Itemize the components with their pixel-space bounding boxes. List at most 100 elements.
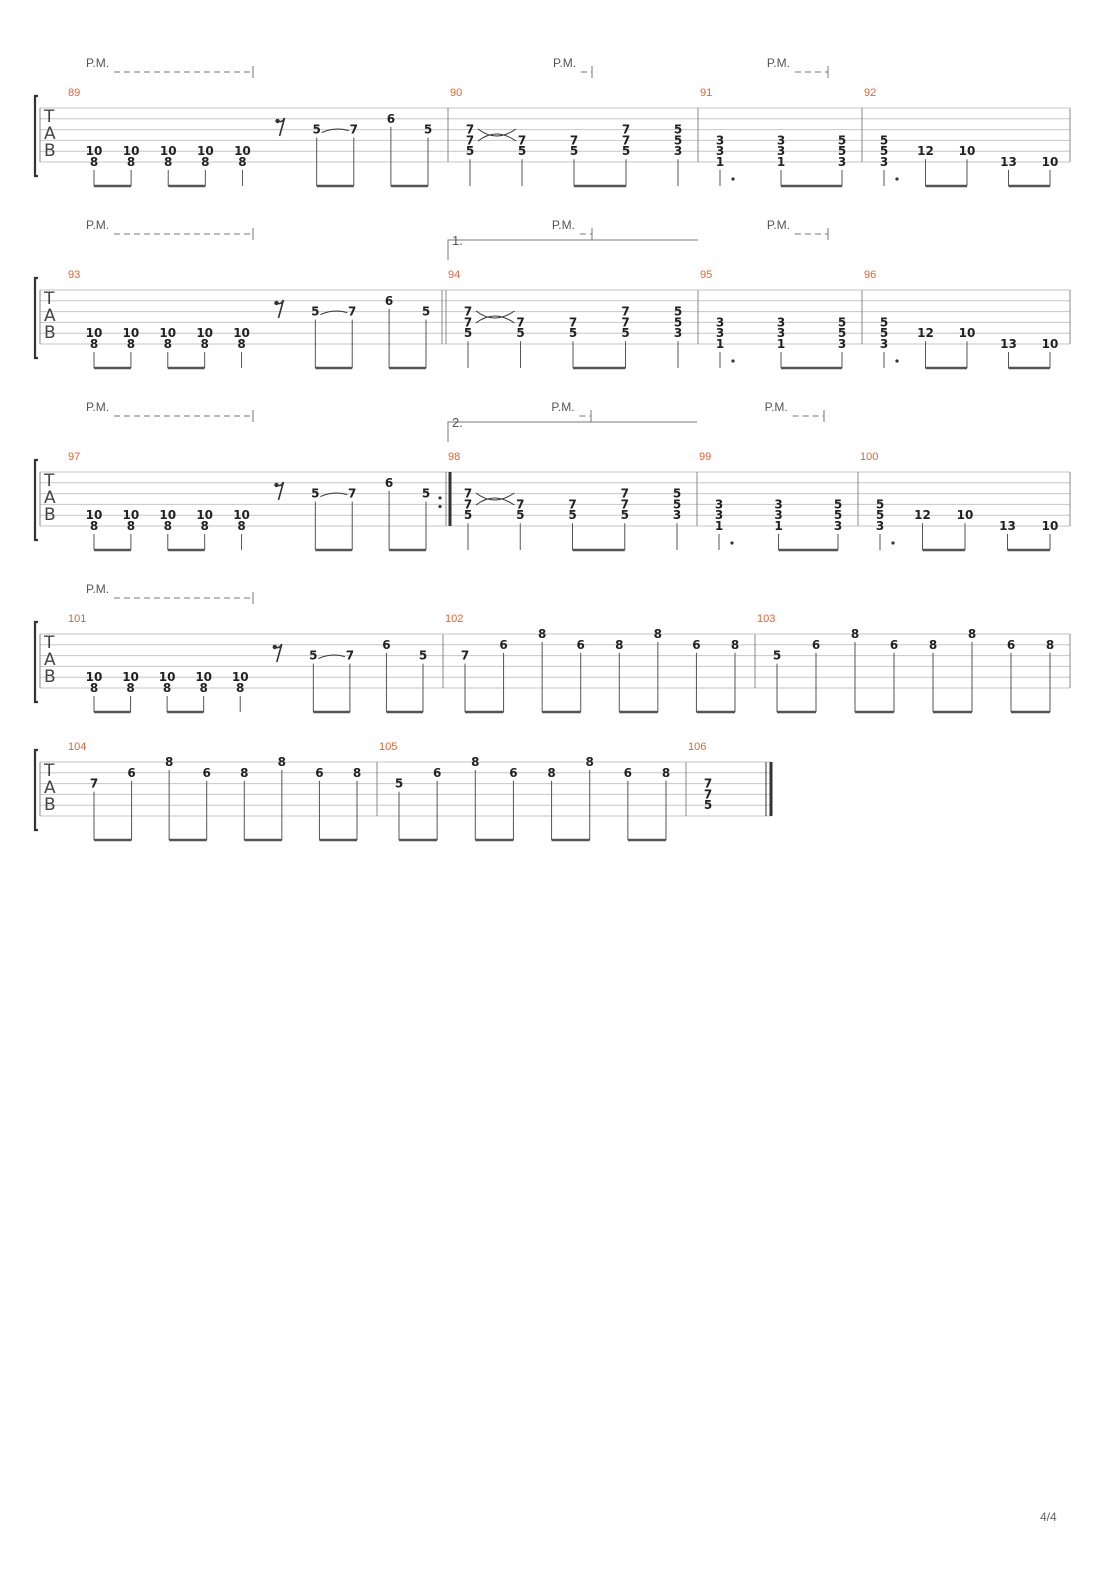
fret-number: 5	[673, 497, 681, 511]
fret-number: 1	[774, 519, 782, 533]
fret-number: 5	[466, 144, 474, 158]
repeat-dot	[438, 496, 442, 500]
fret-number: 10	[959, 326, 976, 340]
tie-arc	[475, 497, 515, 506]
fret-number: 10	[232, 670, 249, 684]
fret-number: 8	[240, 766, 248, 780]
fret-number: 7	[621, 487, 629, 501]
dot	[730, 541, 734, 545]
palm-mute-label: P.M.	[86, 56, 109, 70]
palm-mute-label: P.M.	[86, 582, 109, 596]
fret-number: 6	[382, 638, 390, 652]
fret-number: 8	[278, 755, 286, 769]
fret-number: 8	[1046, 638, 1054, 652]
fret-number: 7	[466, 123, 474, 137]
fret-number: 10	[86, 326, 103, 340]
fret-number: 5	[422, 487, 430, 501]
system-bracket	[33, 94, 38, 178]
fret-number: 3	[716, 326, 724, 340]
fret-number: 7	[621, 497, 629, 511]
fret-number: 3	[674, 326, 682, 340]
fret-number: 5	[570, 144, 578, 158]
palm-mute-label: P.M.	[86, 400, 109, 414]
measure-number: 102	[445, 613, 463, 625]
fret-number: 1	[777, 155, 785, 169]
fret-number: 6	[315, 766, 323, 780]
fret-number: 8	[237, 337, 245, 351]
fret-number: 5	[622, 144, 630, 158]
fret-number: 5	[674, 133, 682, 147]
volta-label: 2.	[452, 415, 463, 430]
fret-number: 10	[1042, 519, 1059, 533]
fret-number: 6	[499, 638, 507, 652]
fret-number: 8	[127, 337, 135, 351]
fret-number: 5	[838, 133, 846, 147]
fret-number: 12	[917, 144, 934, 158]
tie-arc	[475, 310, 515, 319]
fret-number: 6	[692, 638, 700, 652]
fret-number: 7	[568, 497, 576, 511]
fret-number: 6	[433, 766, 441, 780]
fret-number: 10	[160, 144, 177, 158]
fret-number: 8	[547, 766, 555, 780]
repeat-dot	[438, 504, 442, 509]
fret-number: 5	[621, 326, 629, 340]
fret-number: 7	[516, 315, 524, 329]
fret-number: 10	[196, 326, 213, 340]
fret-number: 3	[777, 315, 785, 329]
fret-number: 10	[123, 508, 140, 522]
fret-number: 10	[234, 144, 251, 158]
measure-number: 98	[448, 451, 460, 463]
system-bracket	[33, 276, 38, 360]
fret-number: 10	[86, 144, 103, 158]
fret-number: 7	[346, 649, 354, 663]
fret-number: 10	[123, 326, 140, 340]
fret-number: 8	[731, 638, 739, 652]
tab-clef-letter: T	[43, 471, 55, 491]
fret-number: 3	[716, 133, 724, 147]
measure-number: 99	[699, 451, 711, 463]
fret-number: 7	[90, 777, 98, 791]
fret-number: 7	[348, 487, 356, 501]
measure-number: 101	[68, 613, 86, 625]
fret-number: 5	[834, 497, 842, 511]
measure-number: 92	[864, 87, 876, 99]
tab-clef-letter: A	[44, 124, 56, 144]
fret-number: 13	[1000, 337, 1017, 351]
fret-number: 3	[673, 508, 681, 522]
fret-number: 10	[197, 144, 214, 158]
fret-number: 7	[461, 649, 469, 663]
slide-arc	[320, 310, 348, 316]
fret-number: 10	[159, 326, 176, 340]
fret-number: 8	[353, 766, 361, 780]
fret-number: 7	[622, 123, 630, 137]
measure-number: 96	[864, 269, 876, 281]
dot	[731, 177, 735, 181]
dot	[895, 359, 899, 363]
fret-number: 5	[311, 487, 319, 501]
slide-arc	[320, 492, 348, 498]
tab-clef-letter: A	[44, 306, 56, 326]
fret-number: 7	[464, 487, 472, 501]
fret-number: 6	[127, 766, 135, 780]
fret-number: 5	[880, 133, 888, 147]
fret-number: 8	[200, 519, 208, 533]
measure-number: 91	[700, 87, 712, 99]
measure-number: 104	[68, 741, 86, 753]
volta-label: 1.	[452, 233, 463, 248]
palm-mute-label: P.M.	[765, 400, 788, 414]
fret-number: 10	[1042, 155, 1059, 169]
fret-number: 5	[838, 315, 846, 329]
tab-clef-letter: B	[44, 323, 56, 343]
palm-mute-label: P.M.	[86, 218, 109, 232]
tab-clef-letter: T	[43, 761, 55, 781]
fret-number: 10	[122, 670, 139, 684]
fret-number: 8	[471, 755, 479, 769]
